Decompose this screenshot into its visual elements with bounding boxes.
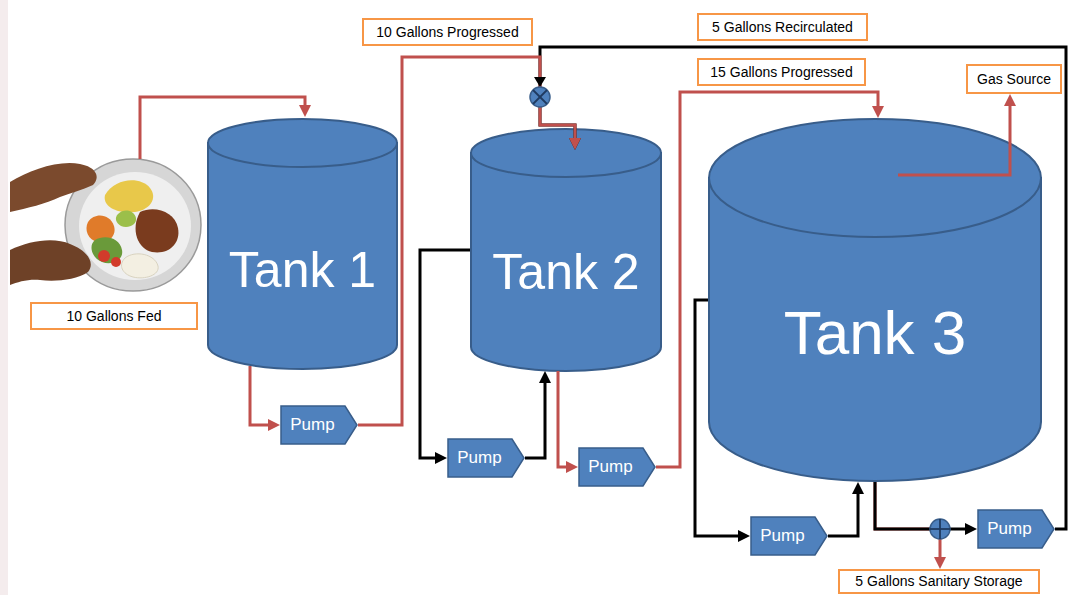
- node-text: Tank 2: [470, 247, 662, 297]
- pump-symbol: Pump: [750, 516, 828, 556]
- plate-center: [79, 172, 191, 280]
- flow-connector: [420, 250, 470, 458]
- tank-body: [471, 153, 661, 371]
- flow-connector: [875, 482, 972, 529]
- node-text: 10 Gallons Progressed: [376, 24, 518, 40]
- node-text: 10 Gallons Fed: [67, 308, 162, 324]
- junction-cross: [533, 90, 547, 104]
- flow-connector: [525, 376, 545, 458]
- tomato-food: [98, 250, 110, 262]
- node-text: 5 Gallons Sanitary Storage: [855, 573, 1022, 589]
- tank-body: [208, 143, 397, 369]
- feed-arrowhead: [299, 105, 311, 117]
- node-text: Pump: [290, 416, 334, 435]
- tank-top: [208, 119, 397, 167]
- flow-connector: [558, 371, 573, 467]
- tank-cylinder: Tank 2: [470, 128, 662, 372]
- tomato-food: [111, 257, 121, 267]
- flow-connector: [250, 366, 275, 425]
- flow-label-box: 10 Gallons Fed: [30, 302, 198, 330]
- flow-label-box: 15 Gallons Progressed: [697, 58, 866, 86]
- flow-connector: [875, 482, 940, 564]
- node-text: Tank 1: [207, 245, 398, 295]
- flow-label-box: 5 Gallons Sanitary Storage: [838, 569, 1040, 594]
- tank-top: [709, 119, 1041, 237]
- tank-outline: [207, 118, 398, 370]
- tank-cylinder: Tank 1: [207, 118, 398, 370]
- pump-symbol: Pump: [280, 405, 358, 445]
- greens-food: [116, 211, 136, 227]
- flow-connector: [828, 487, 858, 536]
- mixing-junction: [530, 87, 550, 107]
- junction-plus: [939, 519, 941, 539]
- node-text: Pump: [588, 458, 632, 477]
- pump-symbol: Pump: [977, 509, 1055, 549]
- tank-outline: [708, 118, 1042, 482]
- pump-body: [281, 406, 357, 444]
- tank-cylinder: Tank 3: [708, 118, 1042, 482]
- pump-body: [579, 448, 655, 486]
- flow-label-box: Gas Source: [966, 64, 1062, 94]
- arrowhead: [534, 77, 546, 87]
- pump-symbol: Pump: [447, 438, 525, 478]
- pump-symbol: Pump: [578, 447, 656, 487]
- pump-body: [448, 439, 524, 477]
- flow-label-box: 10 Gallons Progressed: [362, 18, 533, 46]
- pump-body: [751, 517, 827, 555]
- summing-junction: [930, 519, 950, 539]
- junction-circle: [930, 519, 950, 539]
- corn-food: [105, 180, 153, 212]
- edge-strip: [0, 0, 8, 595]
- junction-cross: [533, 90, 547, 104]
- rice-food: [122, 254, 159, 278]
- node-text: 15 Gallons Progressed: [710, 64, 852, 80]
- meat-food: [136, 209, 179, 252]
- node-text: 5 Gallons Recirculated: [712, 19, 853, 35]
- flow-label-box: 5 Gallons Recirculated: [697, 13, 868, 41]
- node-text: Tank 3: [708, 302, 1042, 364]
- node-text: Pump: [987, 520, 1031, 539]
- node-text: Pump: [457, 449, 501, 468]
- pump-body: [978, 510, 1054, 548]
- node-text: Pump: [760, 527, 804, 546]
- node-text: Gas Source: [977, 71, 1051, 87]
- hand-shape: [10, 163, 97, 212]
- tank-top: [471, 129, 661, 177]
- hand-shape: [10, 240, 91, 285]
- junction-circle: [530, 87, 550, 107]
